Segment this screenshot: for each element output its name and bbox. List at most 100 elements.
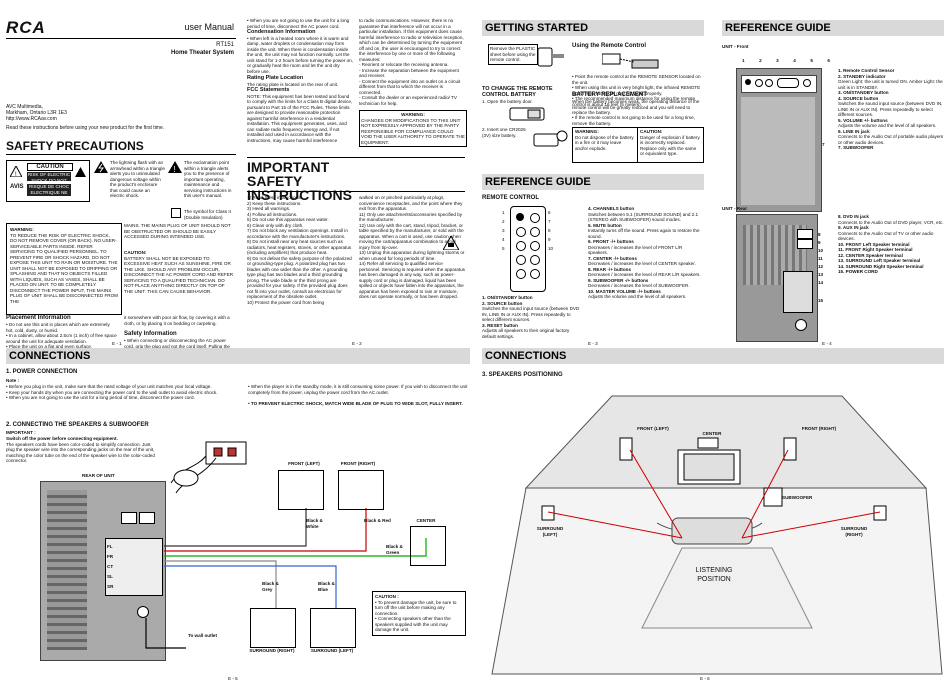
important-block: Switch off the power before connecting e… — [6, 436, 158, 464]
divider — [6, 154, 236, 155]
front-item-title: 3. ON/STANDBY button — [838, 90, 889, 95]
safety-item: walked on or pinched particularly at plu… — [359, 195, 463, 211]
reference-guide-heading: REFERENCE GUIDE — [482, 174, 704, 190]
remote-item-desc: Decreases / increases the level of SUBWO… — [588, 283, 690, 288]
front-item-title: 1. Remote Control Sensor — [838, 68, 895, 73]
speakers-connection-heading: 2. CONNECTING THE SPEAKERS & SUBWOOFER — [6, 422, 149, 428]
placement-item: • In a cabinet, allow about 2.5cm (1 inc… — [6, 333, 117, 344]
class2-text: The symbol for Class II (Double Insulati… — [184, 209, 231, 220]
callout-number: 8 — [548, 228, 551, 233]
terminal-label: CT — [107, 564, 114, 569]
safety-item: 1) Read these instructions. — [247, 195, 302, 200]
terminal-label: FL — [107, 544, 113, 549]
callout-number: 6 — [827, 58, 830, 63]
warning-text: TO REDUCE THE RISK OF ELECTRIC SHOCK, DO… — [10, 232, 118, 304]
battery-heading: BATTERY REPLACEMENT — [572, 92, 647, 98]
safety-item: 7) Do not block any ventilation openings… — [247, 228, 348, 239]
reference-guide-heading-2: REFERENCE GUIDE — [722, 20, 944, 36]
battery-text: When the battery becomes weak, the opera… — [572, 99, 700, 115]
safety-list-2: walked on or pinched particularly at plu… — [359, 195, 465, 300]
remote-sensor-illustration — [536, 46, 566, 73]
standby-note: • When the player is in the standby mode… — [248, 384, 468, 395]
caution2-text: BATTERY SHALL NOT BE EXPOSED TO EXCESSIV… — [124, 255, 234, 294]
remote-item-title: 7. CENTER -/+ buttons — [588, 255, 637, 261]
lightning-symbol — [94, 160, 108, 178]
placement-heading: Placement Information — [6, 315, 71, 321]
remote-items-left: 1. ON/STANDBY button 2. SOURCE button Sw… — [482, 295, 582, 339]
battery-step-1: 1. Open the battery door. — [482, 99, 533, 104]
callout-number: 10 — [548, 246, 554, 251]
speakers-positioning-heading: 3. SPEAKERS POSITIONING — [482, 372, 563, 378]
remote-item-desc: Decreases / increases the level of FRONT… — [588, 244, 683, 256]
unit-rear-diagram — [736, 214, 818, 342]
front-item-title: 7. SUBWOOFER — [838, 145, 874, 150]
front-item-desc: Connects to the Audio Out of portable au… — [838, 134, 944, 145]
divider — [6, 38, 236, 39]
unit-rear-label: UNIT - Rear — [722, 206, 748, 211]
wire-label-br: Black & Red — [364, 518, 391, 523]
rear-item-desc: Connects to the Audio Out of TV or other… — [838, 230, 934, 242]
lightning-text: The lightning flash with an arrowhead wi… — [110, 160, 165, 198]
placement-item: • Place the unit on a flat and even surf… — [6, 344, 93, 349]
remote-item-title: 4. CHANNELS button — [588, 206, 635, 211]
remote-item-title: 3. RESET button — [482, 322, 518, 328]
callout-number: 5 — [502, 246, 505, 251]
page-1: RCA user Manual RT151 Home Theater Syste… — [6, 18, 236, 355]
callout-number: 7 — [822, 142, 825, 147]
safety-list-1: 1) Read these instructions. 2) Keep thes… — [247, 195, 353, 305]
using-item: • The recommended maximum distance for u… — [572, 96, 696, 107]
remote-callouts-left: 1 2 3 4 5 — [502, 210, 505, 255]
center-pos-label: CENTER — [702, 431, 722, 436]
getting-started-heading: GETTING STARTED — [482, 20, 704, 36]
callout-number: 4 — [502, 237, 505, 242]
measure-item: - Consult the dealer or an experienced r… — [359, 95, 457, 106]
remote-item-title: 1. ON/STANDBY button — [482, 295, 533, 300]
front-item-desc: Adjusts the volume and the level of all … — [838, 123, 937, 128]
svg-text:!: ! — [15, 172, 17, 177]
rear-item-title: 14. SURROUND Right Speaker terminal — [838, 263, 924, 269]
address-line: http://www.RCAav.com — [6, 116, 57, 122]
svg-text:!: ! — [174, 165, 176, 173]
remote-item-desc: Switches the sound input source (between… — [482, 306, 580, 322]
rating-heading: Rating Plate Location — [247, 75, 304, 81]
page-number: E - 5 — [228, 676, 238, 681]
front-left-label: FRONT (LEFT) — [288, 461, 320, 466]
wire-label-bgy: Black & Grey — [262, 581, 279, 592]
warning-box: WARNING: TO REDUCE THE RISK OF ELECTRIC … — [6, 223, 122, 315]
surround-right-pos-label: SURROUND (RIGHT) — [840, 526, 868, 537]
rear-item-title: 9. AUX IN jack — [838, 225, 869, 230]
address-line: AVC Multimedia, — [6, 104, 43, 110]
safety-item: 5) Do not use this apparatus near water. — [247, 217, 329, 222]
power-note: • When you are not going to use the unit… — [6, 395, 195, 400]
callout-number: 3 — [502, 228, 505, 233]
battery-warning-label: WARNING: — [575, 129, 599, 134]
callout-number: 4 — [793, 58, 796, 63]
callout-number: 11 — [818, 256, 823, 261]
safety-info-heading: Safety Information — [124, 331, 177, 337]
page-6: CONNECTIONS 3. SPEAKERS POSITIONING FRON… — [482, 348, 944, 683]
company-address: AVC Multimedia, Markham, Ontario L3R 1E3… — [6, 104, 67, 122]
unit-front-label: UNIT - Front — [722, 44, 749, 49]
wire-label-bbl: Black & Blue — [318, 581, 335, 592]
front-item-title: 5. VOLUME +/- buttons — [838, 117, 888, 123]
connections-caution-label: CAUTION : — [375, 594, 399, 599]
caution-box-connections: CAUTION : • To prevent damage the unit, … — [372, 591, 466, 636]
power-note: • Keep your hands dry when you are conne… — [6, 389, 218, 395]
class2-icon — [171, 208, 181, 218]
front-callouts: 1 2 3 4 5 6 — [742, 58, 830, 64]
rear-of-unit-label: REAR OF UNIT — [82, 473, 115, 478]
caution2-label: CAUTION: — [124, 250, 147, 255]
change-battery-heading: TO CHANGE THE REMOTE CONTROL BATTERY — [482, 86, 553, 98]
wire-label-bw: Black & White — [306, 518, 323, 529]
front-items: 1. Remote Control Sensor 2. STANDBY indi… — [838, 68, 944, 151]
avis-label: AVIS — [10, 184, 24, 190]
connections-caution-item: • Connecting speakers other than the spe… — [375, 616, 451, 632]
page-5: CONNECTIONS 1. POWER CONNECTION Note : •… — [6, 348, 470, 683]
callout-number: 8 — [818, 232, 821, 237]
safety-item: 4) Follow all instructions. — [247, 211, 298, 217]
caution-box: ! CAUTION RISK OF ELECTRIC SHOCK DO NOT … — [6, 160, 90, 202]
rear-items: 8. DVD IN jack Connects to the Audio Out… — [838, 214, 944, 275]
surround-right-label: SURROUND (RIGHT) — [249, 648, 295, 653]
remote-item-desc: Switches between 5.1 (SURROUND SOUND) an… — [588, 211, 699, 223]
front-left-speaker — [278, 470, 324, 510]
